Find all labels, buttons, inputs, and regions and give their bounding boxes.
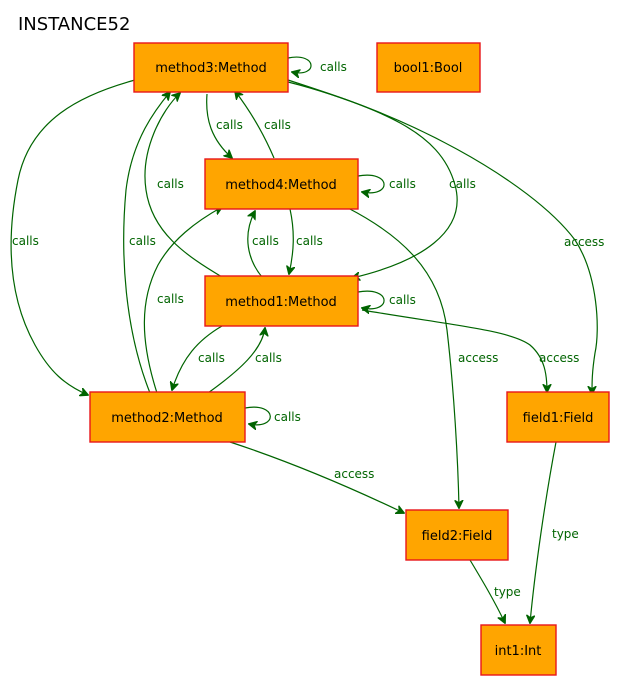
edge-m4-m3 (235, 91, 275, 159)
edge-label-m3-m4: calls (216, 118, 243, 132)
edge-label-f1-int: type (552, 527, 579, 541)
node-bool1-box[interactable] (376, 42, 481, 93)
edge-m4-m1 (289, 208, 293, 274)
node-int1-box[interactable] (480, 624, 557, 676)
edges: calls calls calls calls calls calls call… (10, 56, 604, 623)
edge-label-m4-f2: access (458, 351, 498, 365)
edge-m3-m2 (10, 79, 136, 395)
edge-label-m4-self: calls (389, 177, 416, 191)
edge-m3-self (287, 56, 312, 73)
edge-m1-f1 (361, 309, 547, 392)
node-method4-label: method4:Method (225, 178, 337, 193)
edge-label-m3-m1: calls (449, 177, 476, 191)
edge-label-m1-m2: calls (198, 351, 225, 365)
node-method3[interactable]: method3:Method (133, 42, 289, 93)
node-int1-label: int1:Int (495, 644, 542, 659)
node-bool1[interactable]: bool1:Bool (376, 42, 481, 93)
node-field2-label: field2:Field (422, 529, 493, 544)
edge-m3-m4 (206, 93, 232, 158)
node-field1[interactable]: field1:Field (506, 391, 610, 443)
node-int1[interactable]: int1:Int (480, 624, 557, 676)
edge-label-m4-m3: calls (264, 118, 291, 132)
edge-label-m1-f1: access (539, 351, 579, 365)
edge-label-m3-self: calls (320, 60, 347, 74)
node-field2[interactable]: field2:Field (405, 509, 509, 561)
node-method1-label: method1:Method (225, 295, 337, 310)
node-bool1-label: bool1:Bool (394, 61, 463, 76)
node-method4-box[interactable] (204, 158, 359, 210)
node-field1-label: field1:Field (523, 411, 594, 426)
edge-label-m3-f1: access (564, 235, 604, 249)
edge-label-m1-m4: calls (252, 234, 279, 248)
node-method3-label: method3:Method (155, 61, 267, 76)
edge-label-m2-self: calls (274, 410, 301, 424)
edge-label-m1-self: calls (389, 293, 416, 307)
edge-label-m1-m3: calls (157, 177, 184, 191)
edge-label-m3-m2: calls (12, 234, 39, 248)
edge-label-m2-f2: access (334, 467, 374, 481)
edge-f2-int (469, 559, 505, 623)
edge-m3-f1 (287, 81, 598, 394)
edge-m1-m3 (144, 93, 223, 278)
node-method4[interactable]: method4:Method (204, 158, 359, 210)
edge-f1-int (530, 441, 557, 623)
edge-m2-m3 (123, 92, 170, 394)
edge-m4-f2 (347, 207, 459, 508)
edge-m1-m2 (172, 325, 223, 390)
edge-label-m2-m4: calls (157, 292, 184, 306)
node-method3-box[interactable] (133, 42, 289, 93)
node-method2-label: method2:Method (111, 411, 223, 426)
edge-m2-m1 (207, 328, 265, 394)
edge-m4-self (357, 174, 385, 193)
edge-label-m4-m1: calls (296, 234, 323, 248)
node-method1[interactable]: method1:Method (204, 275, 359, 327)
node-field1-box[interactable] (506, 391, 610, 443)
edge-m2-f2 (229, 441, 404, 513)
edge-m2-self (244, 406, 271, 425)
node-method2[interactable]: method2:Method (89, 391, 246, 443)
edge-label-m2-m1: calls (255, 351, 282, 365)
node-method1-box[interactable] (204, 275, 359, 327)
edge-m1-self (357, 290, 385, 309)
node-method2-box[interactable] (89, 391, 246, 443)
edge-label-f2-int: type (494, 585, 521, 599)
edge-m2-m4 (143, 207, 222, 394)
node-field2-box[interactable] (405, 509, 509, 561)
edge-label-m2-m3: calls (129, 234, 156, 248)
diagram-title: INSTANCE52 (18, 14, 130, 35)
edge-m1-m4 (248, 211, 263, 278)
